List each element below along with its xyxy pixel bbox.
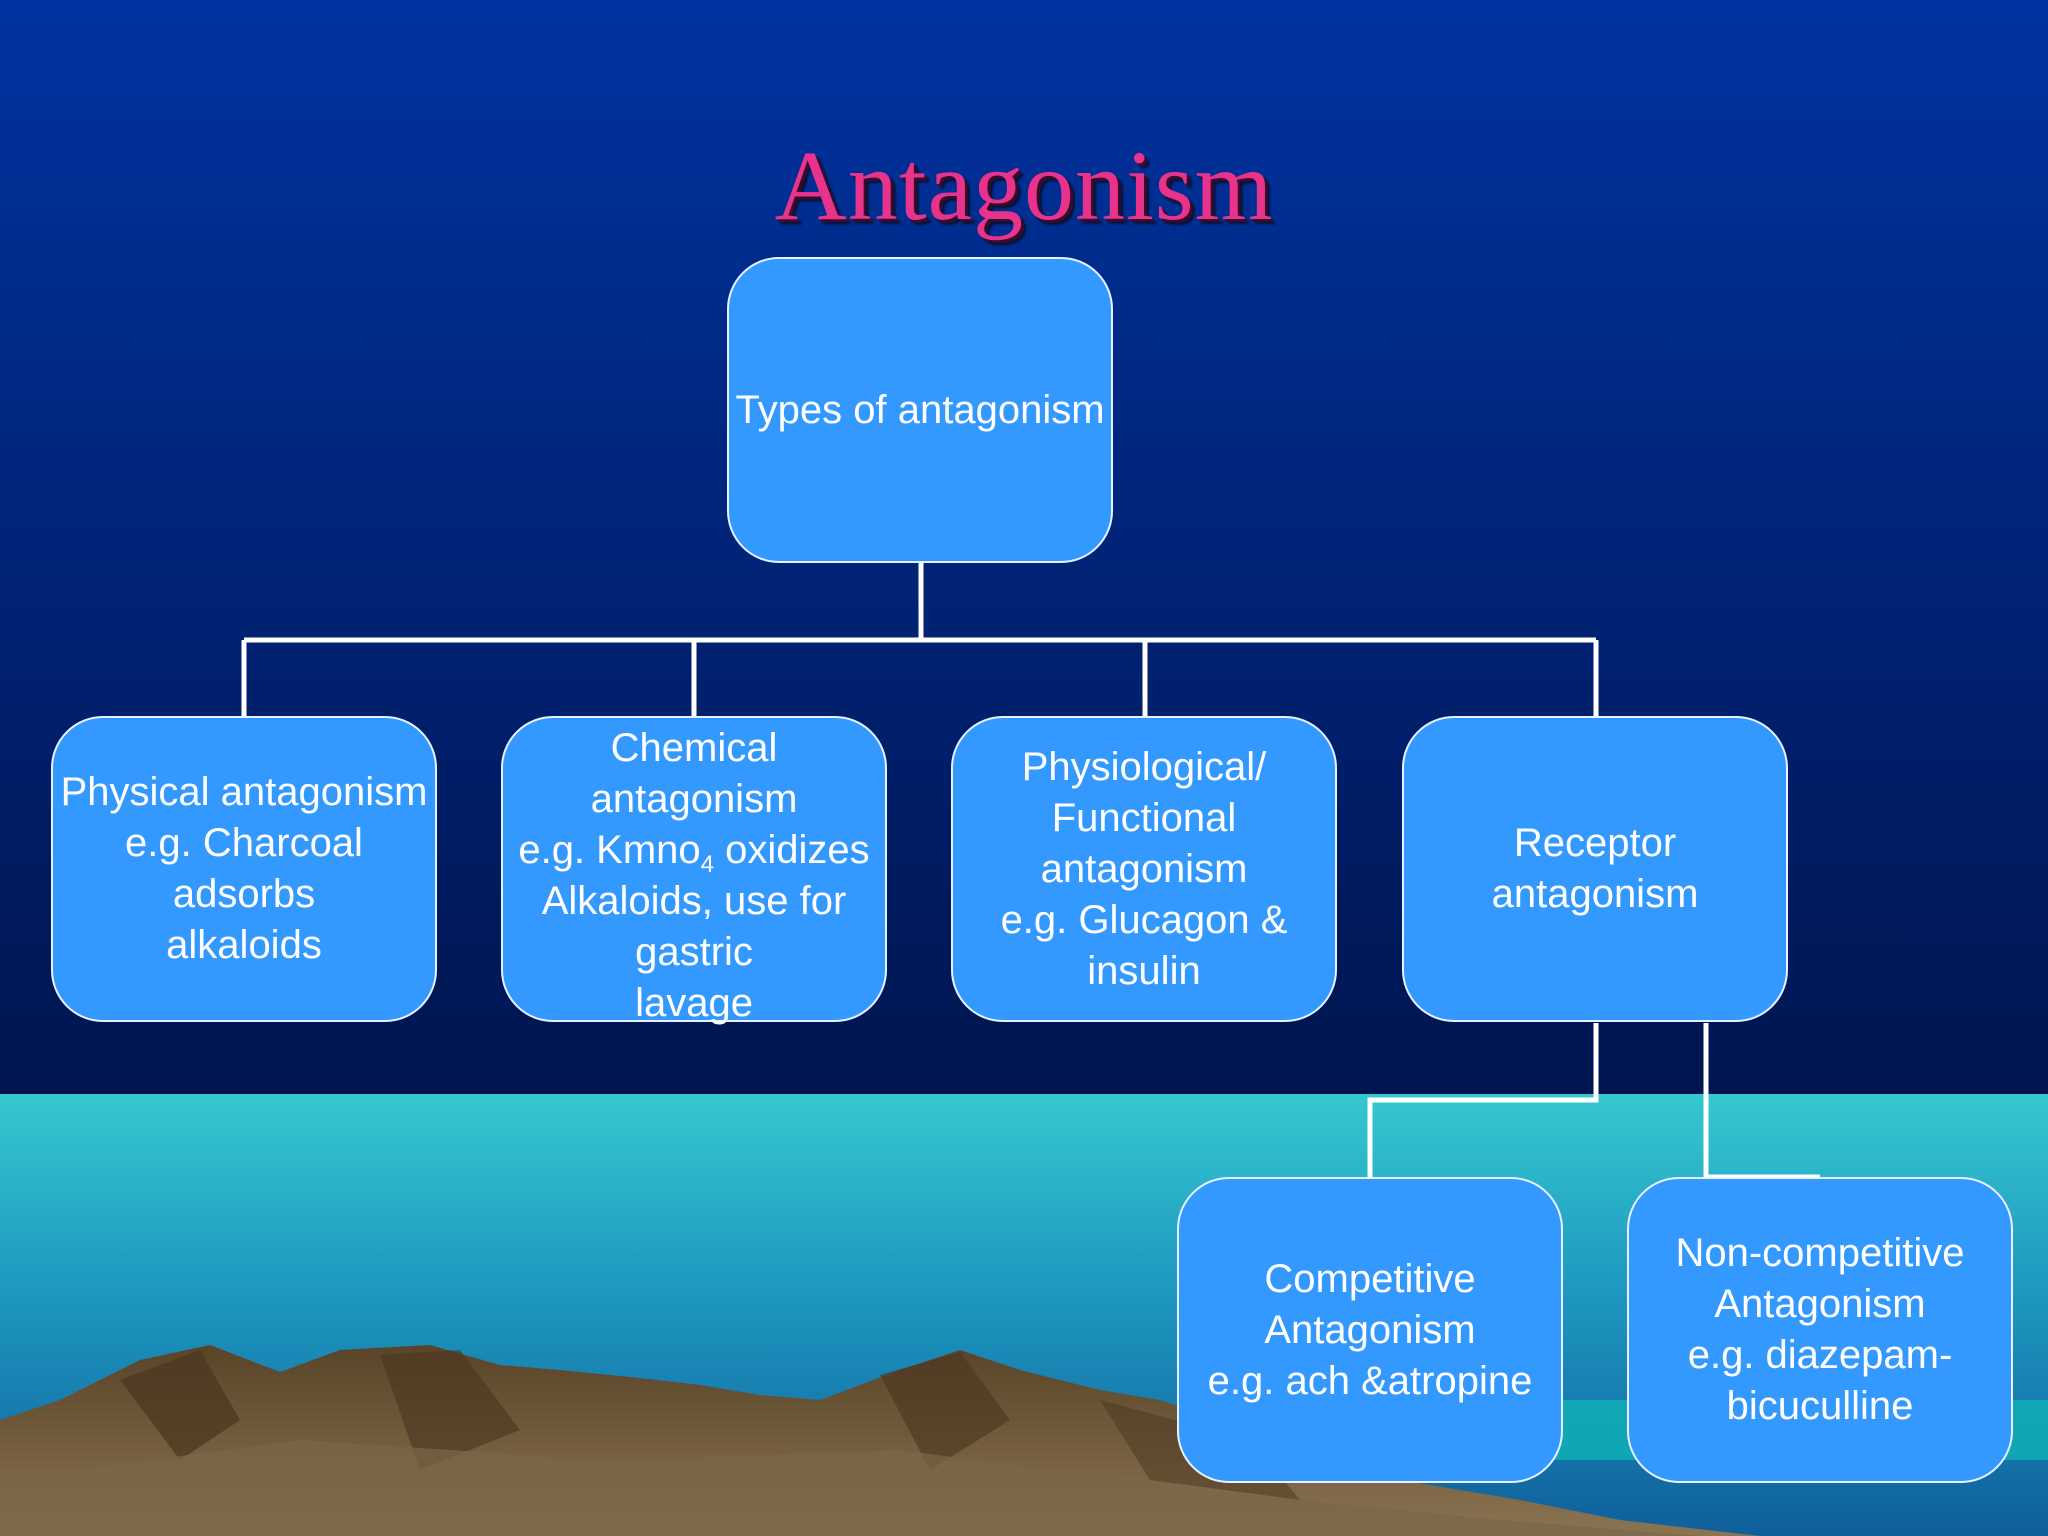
node-types-of-antagonism: Types of antagonism <box>727 257 1113 563</box>
node-line: e.g. ach &atropine <box>1207 1358 1533 1403</box>
diagram-title: Antagonism <box>774 130 1274 241</box>
node-line: alkaloids <box>166 923 322 967</box>
node-competitive-antagonism: Competitive Antagonism e.g. ach &atropin… <box>1177 1177 1563 1483</box>
node-line: Non-competitive <box>1675 1231 1965 1275</box>
node-line: e.g. Glucagon & <box>1000 897 1288 942</box>
node-line: bicuculline <box>1726 1384 1914 1428</box>
node-line: antagonism <box>1491 872 1699 916</box>
node-line: lavage <box>635 981 753 1025</box>
node-line: Physical antagonism <box>60 770 428 814</box>
node-line: e.g. Charcoal <box>125 821 363 865</box>
node-line: e.g. Kmno4 oxidizes <box>518 825 870 878</box>
node-line: e.g. diazepam- <box>1687 1333 1953 1377</box>
node-physiological-antagonism: Physiological/ Functional antagonism e.g… <box>951 716 1337 1022</box>
node-line: Alkaloids, use for <box>541 879 847 923</box>
node-line: antagonism <box>1040 846 1248 891</box>
node-line: Antagonism <box>1714 1282 1926 1326</box>
node-line: Receptor <box>1513 821 1677 865</box>
node-line: gastric <box>635 930 753 974</box>
node-physical-antagonism: Physical antagonism e.g. Charcoal adsorb… <box>51 716 437 1022</box>
node-line: Chemical <box>610 726 778 770</box>
node-receptor-antagonism: Receptor antagonism <box>1402 716 1788 1022</box>
node-line: Competitive <box>1264 1256 1476 1301</box>
node-line: Functional <box>1051 795 1237 840</box>
node-line: adsorbs <box>172 872 316 916</box>
node-non-competitive-antagonism: Non-competitive Antagonism e.g. diazepam… <box>1627 1177 2013 1483</box>
node-chemical-antagonism: Chemical antagonism e.g. Kmno4 oxidizes … <box>501 716 887 1025</box>
node-line: Antagonism <box>1264 1307 1476 1352</box>
node-line-part: e.g. Kmno <box>518 828 701 872</box>
node-label: Types of antagonism <box>735 387 1105 432</box>
node-line: Physiological/ <box>1021 744 1267 789</box>
subscript: 4 <box>700 851 715 878</box>
node-line: insulin <box>1087 948 1201 993</box>
node-line: antagonism <box>590 777 798 821</box>
node-line-part: oxidizes <box>725 828 870 872</box>
